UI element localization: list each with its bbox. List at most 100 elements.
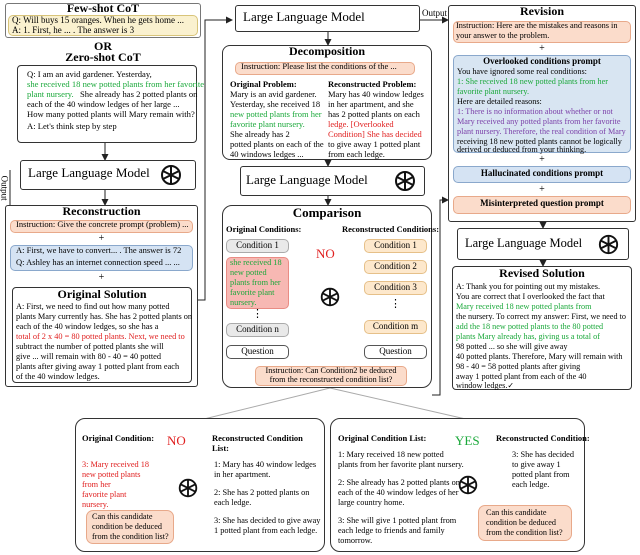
recon-condition-m-label: Condition m xyxy=(372,321,419,331)
question-left-label: Question xyxy=(241,346,274,356)
llm-label-mid: Large Language Model xyxy=(246,172,368,187)
orig-sol-line-7: plants after giving away 1 potted plant … xyxy=(16,362,180,371)
br-orig-item-1a: 1: Mary received 18 new potted xyxy=(338,450,444,459)
recon-example-a: A: First, we have to convert... . The an… xyxy=(16,245,182,255)
comparison-title: Comparison xyxy=(292,205,362,220)
llm-box-mid xyxy=(240,166,425,196)
revised-line-10: away 1 potted plant from each of the 40 xyxy=(456,372,587,381)
br-ask-pill xyxy=(478,505,572,541)
question-right-label: Question xyxy=(379,346,412,356)
overlooked-line-4: Here are detailed reasons: xyxy=(457,97,542,106)
bl-ask-3: from the condition list? xyxy=(92,532,169,541)
openai-logo-icon xyxy=(176,476,200,500)
bl-ask-2: condition be deduced xyxy=(92,522,163,531)
orig-condition-n xyxy=(226,323,289,337)
plus-2: + xyxy=(98,272,105,283)
openai-logo-icon xyxy=(158,162,184,188)
br-ask-3: from the condition list? xyxy=(486,528,563,537)
revised-line-1: A: Thank you for pointing out my mistake… xyxy=(456,282,601,291)
overlooked-pill xyxy=(453,55,631,153)
hallucinated-title: Hallucinated conditions prompt xyxy=(480,168,604,178)
orig-problem-3: new potted plants from her xyxy=(230,109,322,119)
revised-line-4: the nursery. To correct my answer: First… xyxy=(456,312,626,321)
br-orig-item-2c: large country home. xyxy=(338,498,405,507)
llm-box-top xyxy=(235,5,420,32)
bl-recon-item-1b: in her apartment. xyxy=(214,470,271,479)
zeroshot-line-2: she received 18 new potted plants from h… xyxy=(27,79,205,89)
bl-ask-1: Can this candidate xyxy=(92,512,153,521)
recon-problem-label: Reconstructed Problem: xyxy=(328,79,417,89)
revision-instruction-2: your answer to the problem. xyxy=(456,31,550,40)
bl-orig-cond-5: nursery. xyxy=(82,500,109,509)
bl-recon-item-3a: 3: She has decided to give away xyxy=(214,516,321,525)
zeroshot-line-5: each of the 40 window ledges of her larg… xyxy=(27,99,180,109)
br-ask-1: Can this candidate xyxy=(486,508,547,517)
revision-title: Revision xyxy=(519,4,564,18)
recon-condition-1-label: Condition 1 xyxy=(374,240,417,250)
bl-orig-header: Original Condition: xyxy=(82,433,155,443)
bl-orig-cond-3: from her xyxy=(82,480,111,489)
br-recon-cond-1: 3: She has decided xyxy=(512,450,574,459)
openai-logo-icon xyxy=(318,285,342,309)
cond-green-2: new potted xyxy=(230,268,267,277)
revised-line-6: plants Mary already has, giving us a tot… xyxy=(456,332,600,341)
output-label-top: Output xyxy=(422,8,448,18)
recon-condition-3 xyxy=(364,281,427,295)
recon-instruction: Instruction: Give the concrete prompt (p… xyxy=(16,219,189,229)
bl-ask-pill xyxy=(86,510,174,544)
recon-condition-1 xyxy=(364,239,427,253)
llm-label-right: Large Language Model xyxy=(465,236,583,250)
br-yes-label: YES xyxy=(455,433,480,448)
bl-orig-cond-2: new potted plants xyxy=(82,470,141,479)
bl-orig-cond-1: 3: Mary received 18 xyxy=(82,460,150,469)
output-label-left: Output xyxy=(0,175,10,201)
recon-condition-2 xyxy=(364,260,427,274)
revision-instruction-1: Instruction: Here are the mistakes and r… xyxy=(456,21,618,30)
recon-instruction-pill xyxy=(10,220,193,233)
recon-problem-1: Mary has 40 window ledges xyxy=(328,89,424,99)
revised-solution-box xyxy=(452,266,632,390)
question-right xyxy=(364,345,427,359)
zeroshot-line-1: Q: I am an avid gardener. Yesterday, xyxy=(27,69,152,79)
zeroshot-box xyxy=(17,65,197,143)
recon-problem-3: has 2 potted plants on each xyxy=(328,109,420,119)
openai-logo-icon xyxy=(392,168,418,194)
bl-no-label: NO xyxy=(167,433,186,448)
revised-line-3: Mary received 18 new potted plants from xyxy=(456,302,592,311)
bl-orig-cond-4: favorite plant xyxy=(82,490,127,499)
dots-right: ⋮ xyxy=(390,298,401,310)
bl-recon-item-2a: 2: She has 2 potted plants on xyxy=(214,488,310,497)
cond-green-3: plants from her xyxy=(230,278,281,287)
br-orig-item-3a: 3: She will give 1 potted plant from xyxy=(338,516,457,525)
cond-green-5: nursery. xyxy=(230,298,257,307)
overlooked-line-7: plant nursery. Therefore, the real condi… xyxy=(457,127,626,136)
br-recon-cond-2: to give away 1 xyxy=(512,460,561,469)
recon-problem-7: from each ledge. xyxy=(328,149,385,159)
orig-sol-line-4: total of 2 x 40 = 80 potted plants. Next… xyxy=(16,332,185,341)
recon-cond-header: Reconstructed Conditions: xyxy=(342,224,440,234)
decomposition-title: Decomposition xyxy=(289,44,365,58)
fewshot-a: A: 1. First, he ... . The answer is 3 xyxy=(12,25,135,35)
fewshot-title: Few-shot CoT xyxy=(66,1,140,15)
recon-problem-2: in her apartment, and she xyxy=(328,99,414,109)
hallucinated-pill xyxy=(453,166,631,183)
bl-recon-item-3b: 1 potted plant from each ledge. xyxy=(214,526,318,535)
orig-condition-n-label: Condition n xyxy=(236,324,279,334)
llm-label-top: Large Language Model xyxy=(243,9,365,24)
comparison-instruction-2: from the reconstructed condition list? xyxy=(269,375,393,384)
orig-cond-header: Original Conditions: xyxy=(226,224,302,234)
revised-line-7: 98 potted ... so she will give away xyxy=(456,342,568,351)
orig-sol-line-3: each of the 40 window ledges, so she has… xyxy=(16,322,159,331)
zeroshot-line-4: She already has 2 potted plants on xyxy=(80,89,198,99)
zeroshot-line-6: How many potted plants will Mary remain … xyxy=(27,109,195,119)
overlooked-title: Overlooked conditions prompt xyxy=(483,56,601,66)
revised-line-9: 98 - 40 = 58 potted plants after giving xyxy=(456,362,581,371)
openai-logo-icon xyxy=(456,473,480,497)
recon-condition-2-label: Condition 2 xyxy=(374,261,417,271)
br-recon-header: Reconstructed Condition: xyxy=(496,433,590,443)
original-solution-box xyxy=(12,287,192,383)
overlooked-line-2: 1: She received 18 new potted plants fro… xyxy=(457,77,608,86)
recon-condition-m xyxy=(364,320,427,334)
question-left xyxy=(226,345,289,359)
original-solution-title: Original Solution xyxy=(57,287,147,301)
